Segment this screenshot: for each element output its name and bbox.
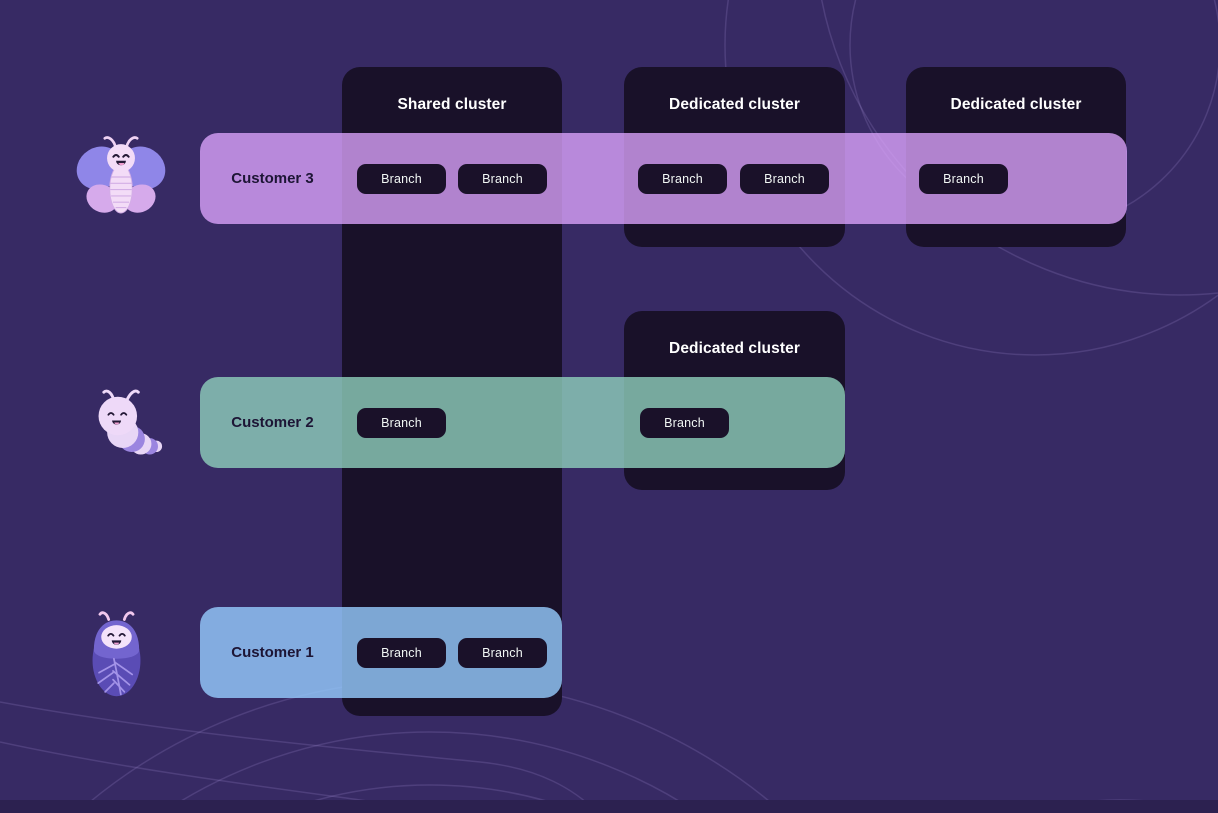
footer-strip — [0, 800, 1218, 813]
branch-chip: Branch — [357, 164, 446, 194]
cluster-title: Shared cluster — [397, 96, 507, 113]
branch-chip: Branch — [357, 638, 446, 668]
branch-chip: Branch — [919, 164, 1008, 194]
branch-chip: Branch — [357, 408, 446, 438]
cocoon-icon — [92, 611, 141, 697]
customer-1-label: Customer 1 — [231, 644, 314, 661]
cluster-title: Dedicated cluster — [669, 96, 800, 113]
butterfly-icon — [76, 136, 166, 214]
branch-chip: Branch — [638, 164, 727, 194]
branch-chip: Branch — [640, 408, 729, 438]
customer-2-row: Customer 2 — [200, 377, 845, 468]
branch-chip: Branch — [740, 164, 829, 194]
customer-3-label: Customer 3 — [231, 170, 314, 187]
customer-2-label: Customer 2 — [231, 414, 314, 431]
branch-chip: Branch — [458, 638, 547, 668]
cluster-title: Dedicated cluster — [950, 96, 1082, 113]
caterpillar-icon — [98, 389, 163, 455]
branch-chip: Branch — [458, 164, 547, 194]
cluster-title: Dedicated cluster — [669, 340, 800, 357]
